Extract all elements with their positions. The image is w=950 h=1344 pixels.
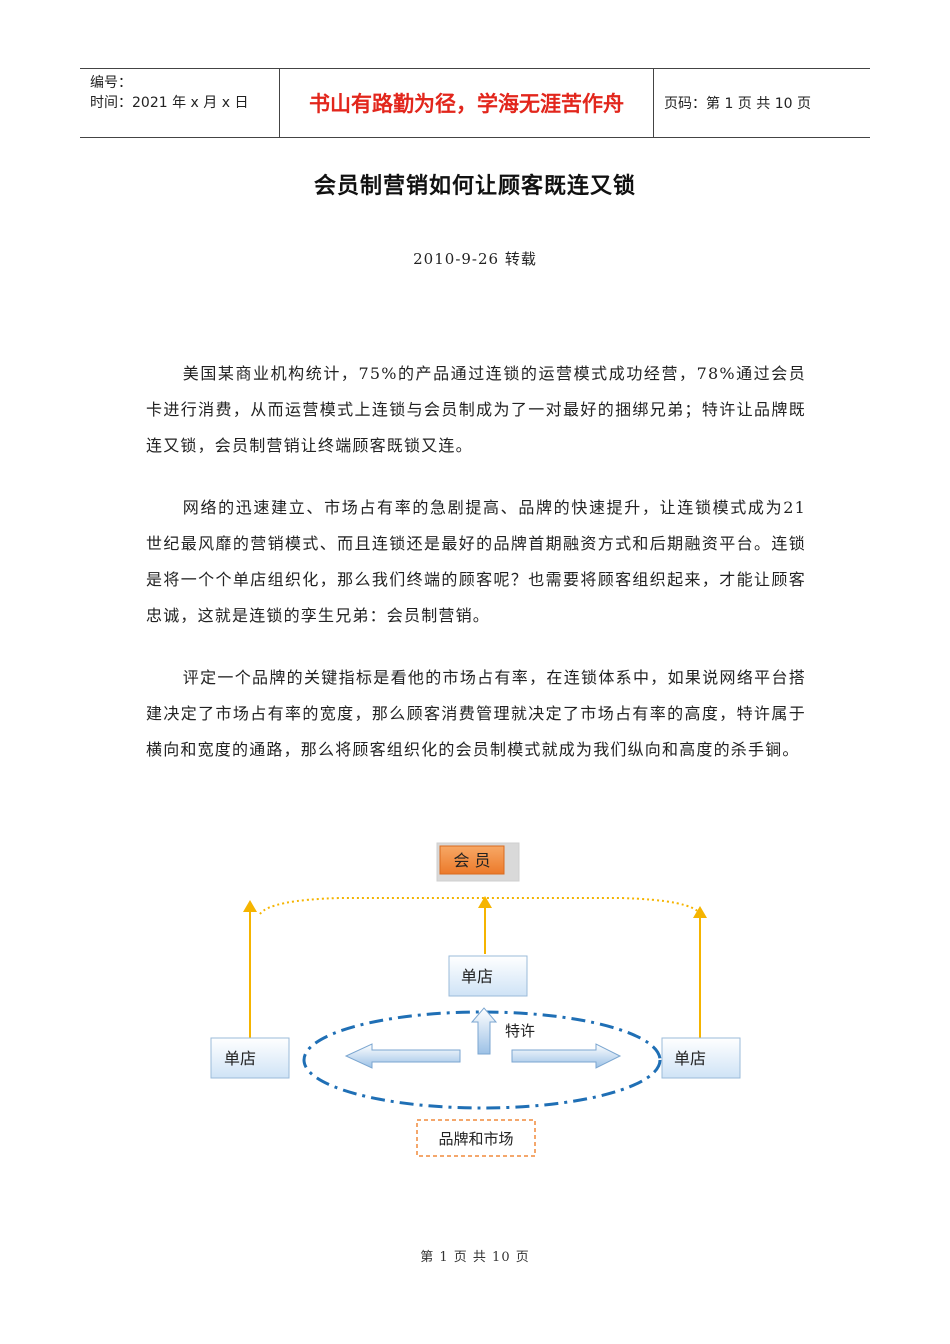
- franchise-up-arrow: [470, 1007, 498, 1055]
- member-label: 会 员: [453, 851, 490, 870]
- store-left-node: 单店: [210, 1037, 290, 1079]
- store-top-node: 单店: [448, 955, 528, 997]
- franchise-left-arrow: [344, 1043, 461, 1069]
- brand-market-label: 品牌和市场: [438, 1130, 513, 1148]
- brand-market-ellipse: [302, 1010, 662, 1110]
- article-title: 会员制营销如何让顾客既连又锁: [313, 173, 636, 199]
- store-right-label: 单店: [674, 1049, 706, 1068]
- franchise-right-arrow: [511, 1043, 622, 1069]
- time-label: 时间：2021 年 x 月 x 日: [90, 95, 249, 111]
- brand-market-node: 品牌和市场: [416, 1119, 536, 1157]
- arrow-left-up: [243, 900, 257, 1038]
- member-node: 会 员: [436, 842, 520, 882]
- paragraph-3: 评定一个品牌的关键指标是看他的市场占有率，在连锁体系中，如果说网络平台搭建决定了…: [146, 668, 806, 759]
- paragraph-1: 美国某商业机构统计，75%的产品通过连锁的运营模式成功经营，78%通过会员卡进行…: [146, 364, 806, 455]
- arrow-right-up: [693, 906, 707, 1038]
- diagram-svg: 会 员 单店 特许: [210, 842, 741, 1157]
- number-label: 编号：: [90, 75, 132, 91]
- article-body: 美国某商业机构统计，75%的产品通过连锁的运营模式成功经营，78%通过会员卡进行…: [146, 356, 806, 794]
- page-footer: 第 1 页 共 10 页: [420, 1250, 530, 1265]
- header-page-label: 页码：第 1 页 共 10 页: [664, 96, 811, 112]
- document-header: 编号： 时间：2021 年 x 月 x 日 书山有路勤为径，学海无涯苦作舟 页码…: [80, 68, 870, 138]
- paragraph-2: 网络的迅速建立、市场占有率的急剧提高、品牌的快速提升，让连锁模式成为21世纪最风…: [146, 498, 806, 625]
- header-meta: 编号： 时间：2021 年 x 月 x 日: [80, 69, 280, 137]
- membership-diagram: 会 员 单店 特许: [200, 836, 760, 1166]
- store-right-node: 单店: [661, 1037, 741, 1079]
- arrow-center-up: [478, 896, 492, 954]
- store-left-label: 单店: [224, 1049, 256, 1068]
- franchise-label: 特许: [505, 1022, 535, 1040]
- store-top-label: 单店: [461, 967, 493, 986]
- header-motto: 书山有路勤为径，学海无涯苦作舟: [280, 69, 654, 137]
- article-date: 2010-9-26 转载: [413, 250, 537, 268]
